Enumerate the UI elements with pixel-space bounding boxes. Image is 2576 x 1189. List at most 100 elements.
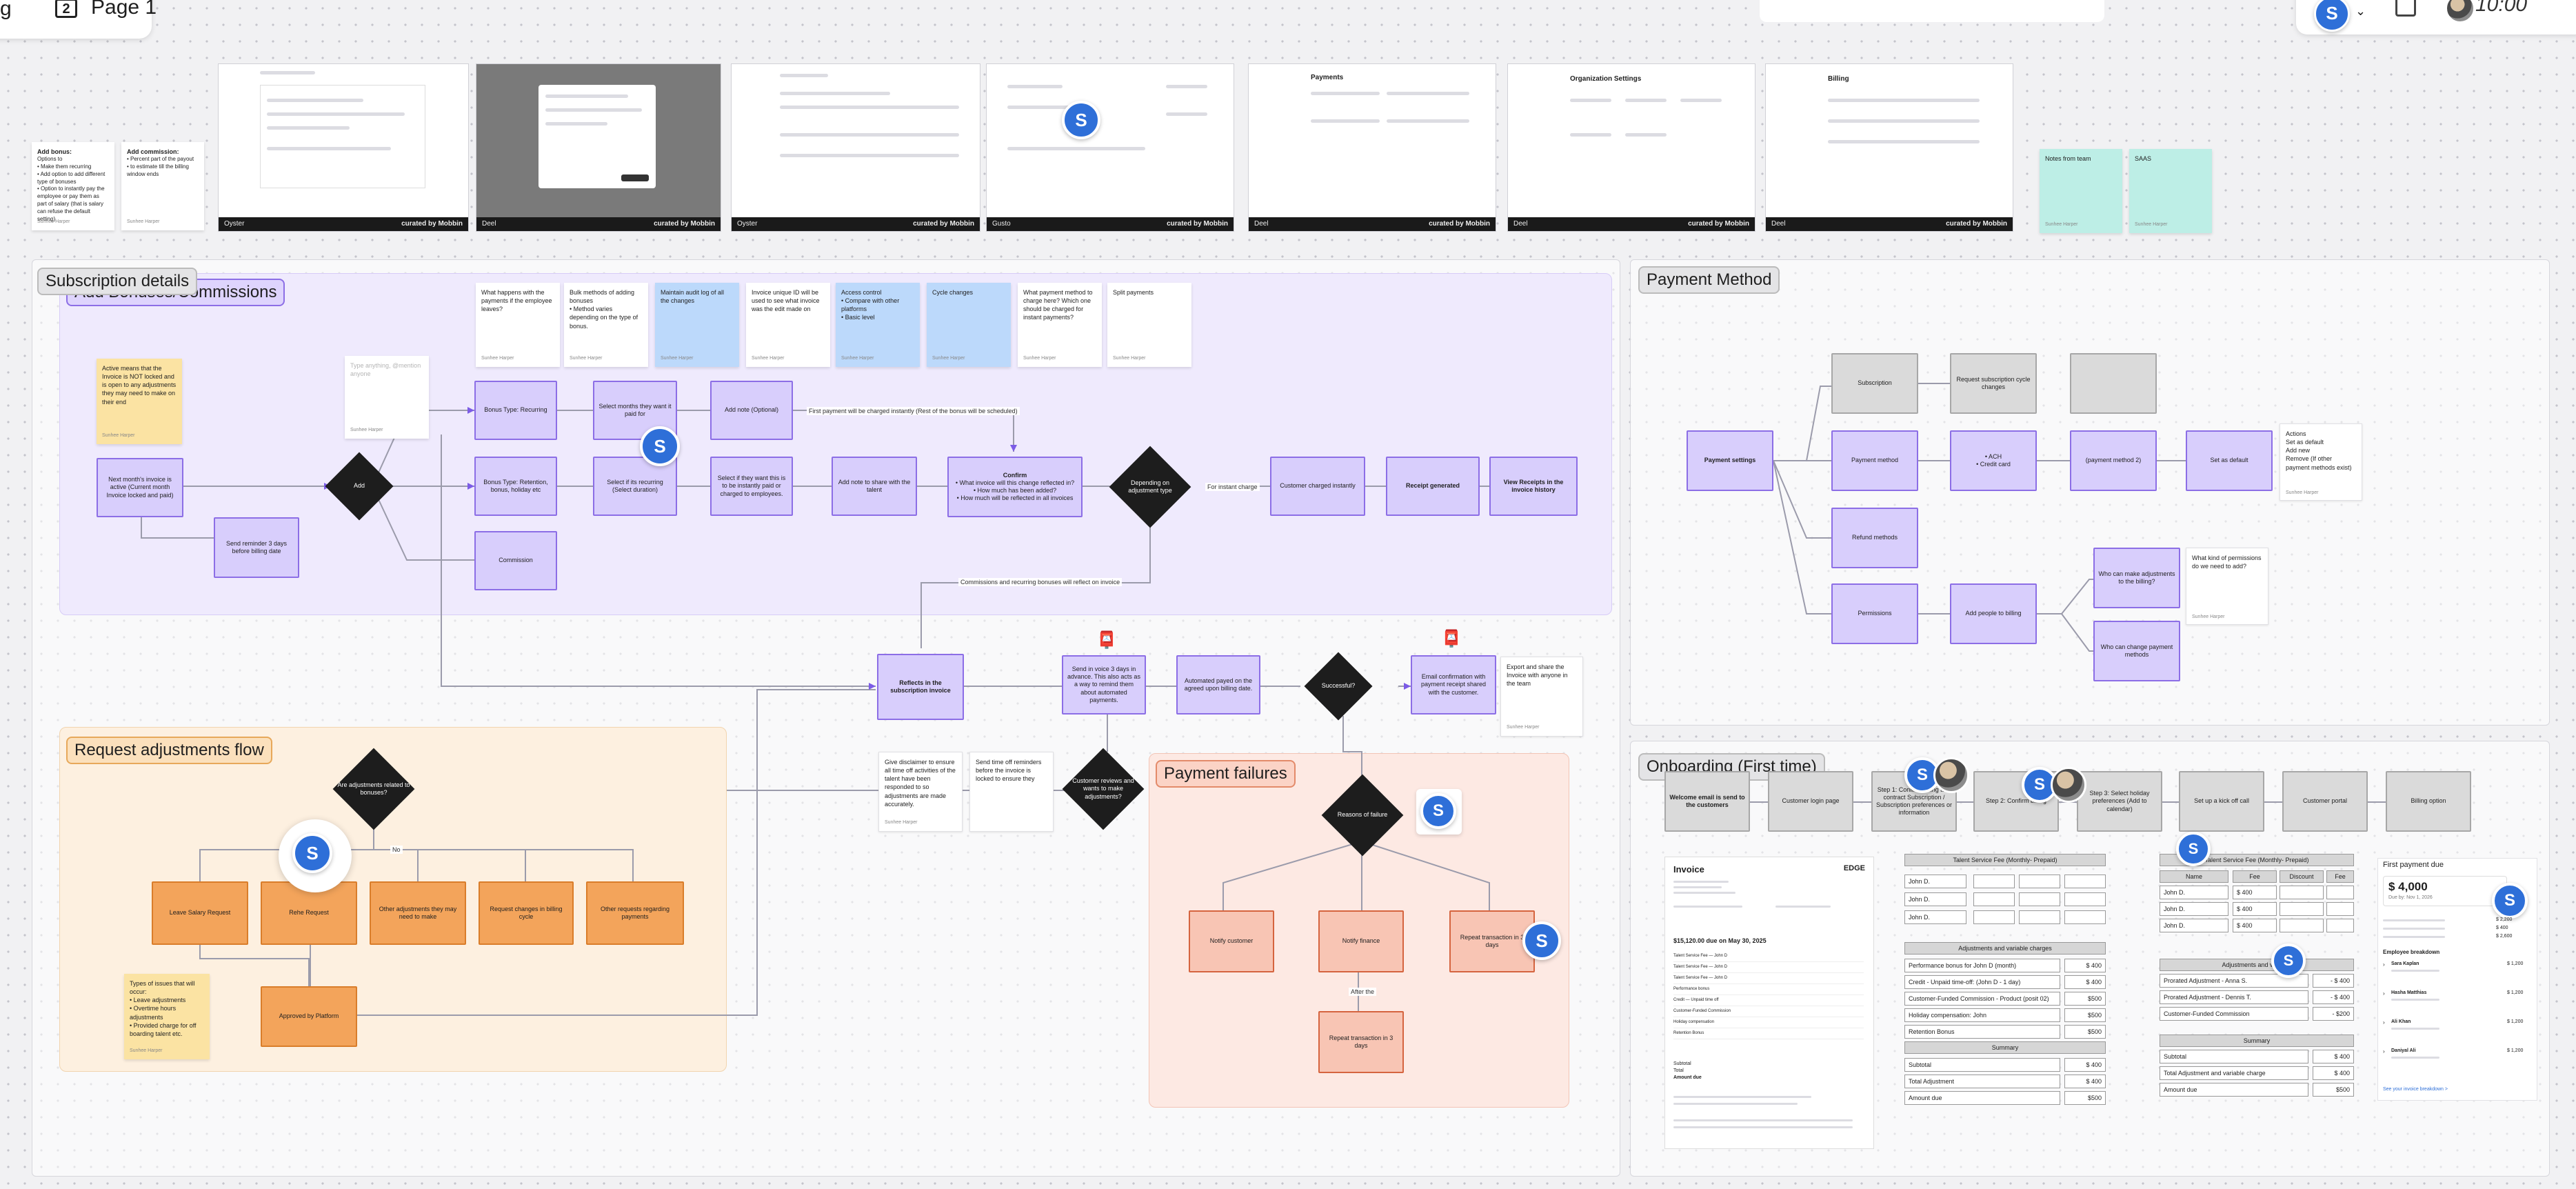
table-cell[interactable]: $ 400 (2064, 1075, 2106, 1088)
onboarding-step[interactable]: Customer login page (1768, 771, 1853, 832)
flow-node-reminder[interactable]: Send reminder 3 days before billing date (214, 517, 299, 578)
onboarding-step[interactable]: Billing option (2386, 771, 2471, 832)
flow-node-repeat-last[interactable]: Repeat transaction in 3 days (1318, 1011, 1404, 1073)
invoice-document[interactable]: Invoice EDGE $15,120.00 due on May 30, 2… (1664, 857, 1874, 1149)
flow-node-view-receipts[interactable]: View Receipts in the invoice history (1489, 457, 1578, 516)
flow-node-notify-customer[interactable]: Notify customer (1189, 910, 1274, 972)
chevron-right-icon[interactable]: › (2383, 1019, 2385, 1026)
issues-sticky[interactable]: Types of issues that will occur: • Leave… (124, 974, 210, 1059)
table-cell[interactable]: John D. (1904, 875, 1966, 888)
permissions-note[interactable]: What kind of permissions do we need to a… (2186, 548, 2268, 625)
flow-node-add-note-share[interactable]: Add note to share with the talent (832, 457, 917, 516)
sticky-note[interactable]: Add commission: • Percent part of the pa… (121, 142, 204, 230)
flow-node-billing-cycle[interactable]: Request changes in billing cycle (479, 881, 574, 945)
payment-node-who-change[interactable]: Who can change payment methods (2093, 621, 2180, 681)
table-cell[interactable]: $ 400 (2233, 902, 2277, 916)
chevron-right-icon[interactable]: › (2383, 990, 2385, 997)
table-cell[interactable]: $ 400 (2233, 919, 2277, 932)
table-cell[interactable] (2326, 902, 2354, 916)
payment-node-ach[interactable]: • ACH • Credit card (1950, 430, 2037, 491)
flow-node-commission[interactable]: Commission (474, 531, 557, 590)
payment-node-set-default[interactable]: Set as default (2186, 430, 2273, 491)
table-cell[interactable]: Customer-Funded Commission (2160, 1007, 2308, 1021)
table-cell[interactable]: John D. (1904, 910, 1966, 924)
collaborator-avatar[interactable] (2051, 767, 2086, 803)
reminders-card[interactable]: Send time off reminders before the invoi… (969, 752, 1054, 832)
flow-node-confirm[interactable]: Confirm • What invoice will this change … (947, 457, 1083, 517)
payment-node-method[interactable]: Payment method (1831, 430, 1918, 491)
invoice-breakdown-link[interactable]: See your invoice breakdown > (2383, 1087, 2448, 1092)
table-cell[interactable]: Customer-Funded Commission - Product (po… (1904, 992, 2060, 1006)
table-cell[interactable] (2326, 886, 2354, 899)
table-cell[interactable]: $500 (2313, 1083, 2354, 1097)
collaborator-cursor-avatar[interactable]: S (292, 833, 332, 873)
flow-node-repeat-3days[interactable]: Repeat transaction in 3 days (1449, 910, 1535, 972)
table-cell[interactable]: - $ 400 (2313, 990, 2354, 1004)
collaborator-cursor-avatar[interactable]: S (2271, 943, 2306, 978)
payment-node-add-people[interactable]: Add people to billing (1950, 583, 2037, 644)
payment-node-who-adjust[interactable]: Who can make adjustments to the billing? (2093, 548, 2180, 608)
export-note-card[interactable]: Export and share the Invoice with anyone… (1500, 657, 1583, 737)
sticky-note[interactable]: Access control • Compare with other plat… (836, 283, 920, 367)
page-number-icon[interactable]: 2 (55, 0, 77, 18)
table-cell[interactable]: Retention Bonus (1904, 1025, 2060, 1039)
table-cell[interactable]: Prorated Adjustment - Anna S. (2160, 974, 2308, 988)
flow-node-email-confirm[interactable]: Email confirmation with payment receipt … (1411, 655, 1496, 715)
info-sticky[interactable]: Active means that the Invoice is NOT loc… (97, 359, 182, 444)
chevron-right-icon[interactable]: › (2383, 961, 2385, 968)
layout-panel-icon[interactable] (2395, 0, 2416, 17)
flow-node-notify-finance[interactable]: Notify finance (1318, 910, 1404, 972)
table-cell[interactable]: $500 (2064, 1091, 2106, 1105)
payment-node-empty[interactable] (2070, 353, 2157, 414)
table-cell[interactable]: - $200 (2313, 1007, 2354, 1021)
flow-node-bonus-types[interactable]: Bonus Type: Retention, bonus, holiday et… (474, 457, 557, 516)
table-cell[interactable] (1973, 892, 2015, 906)
disclaimer-card[interactable]: Give disclaimer to ensure all time off a… (878, 752, 963, 832)
table-cell[interactable] (2064, 892, 2106, 906)
flow-node-autopaid[interactable]: Automated payed on the agreed upon billi… (1176, 655, 1260, 715)
table-cell[interactable]: $ 400 (2064, 1058, 2106, 1072)
table-cell[interactable]: - $ 400 (2313, 974, 2354, 988)
sticky-note[interactable]: Bulk methods of adding bonuses • Method … (564, 283, 648, 367)
table-cell[interactable]: John D. (2160, 919, 2228, 932)
table-cell[interactable]: $ 400 (2064, 975, 2106, 989)
sticky-note[interactable]: Notes from team Sunhee Harper (2040, 149, 2122, 233)
table-cell[interactable]: $500 (2064, 992, 2106, 1006)
table-cell[interactable]: $500 (2064, 1025, 2106, 1039)
table-cell[interactable] (2019, 892, 2060, 906)
table-cell[interactable]: Total Adjustment and variable charge (2160, 1066, 2308, 1080)
table-cell[interactable]: John D. (2160, 902, 2228, 916)
table-cell[interactable] (2280, 902, 2324, 916)
payment-node-settings[interactable]: Payment settings (1687, 430, 1773, 491)
table-cell[interactable]: Holiday compensation: John (1904, 1008, 2060, 1022)
onboarding-step[interactable]: Set up a kick off call (2179, 771, 2264, 832)
table-cell[interactable] (2019, 875, 2060, 888)
table-cell[interactable]: $ 400 (2313, 1050, 2354, 1063)
payment-node-method-2[interactable]: (payment method 2) (2070, 430, 2157, 491)
table-cell[interactable]: Amount due (2160, 1083, 2308, 1097)
flow-node-receipt[interactable]: Receipt generated (1386, 457, 1480, 516)
flow-node-bonus-recurring[interactable]: Bonus Type: Recurring (474, 381, 557, 440)
collaborator-cursor-avatar[interactable]: S (640, 426, 680, 466)
user-avatar[interactable]: S (2314, 0, 2350, 32)
table-cell[interactable] (2019, 910, 2060, 924)
table-cell[interactable] (1973, 910, 2015, 924)
table-cell[interactable]: John D. (1904, 892, 1966, 906)
flow-node-reflects-invoice[interactable]: Reflects in the subscription invoice (877, 654, 964, 720)
payment-node-permissions[interactable]: Permissions (1831, 583, 1918, 644)
table-cell[interactable] (2280, 919, 2324, 932)
flow-node-next-invoice[interactable]: Next month's invoice is active (Current … (97, 458, 183, 517)
page-label[interactable]: Page 1 (91, 0, 157, 19)
sticky-note[interactable]: Invoice unique ID will be used to see wh… (746, 283, 830, 367)
flow-node-select-recurring[interactable]: Select if its recurring (Select duration… (593, 457, 677, 516)
flow-node-add-note[interactable]: Add note (Optional) (710, 381, 793, 440)
